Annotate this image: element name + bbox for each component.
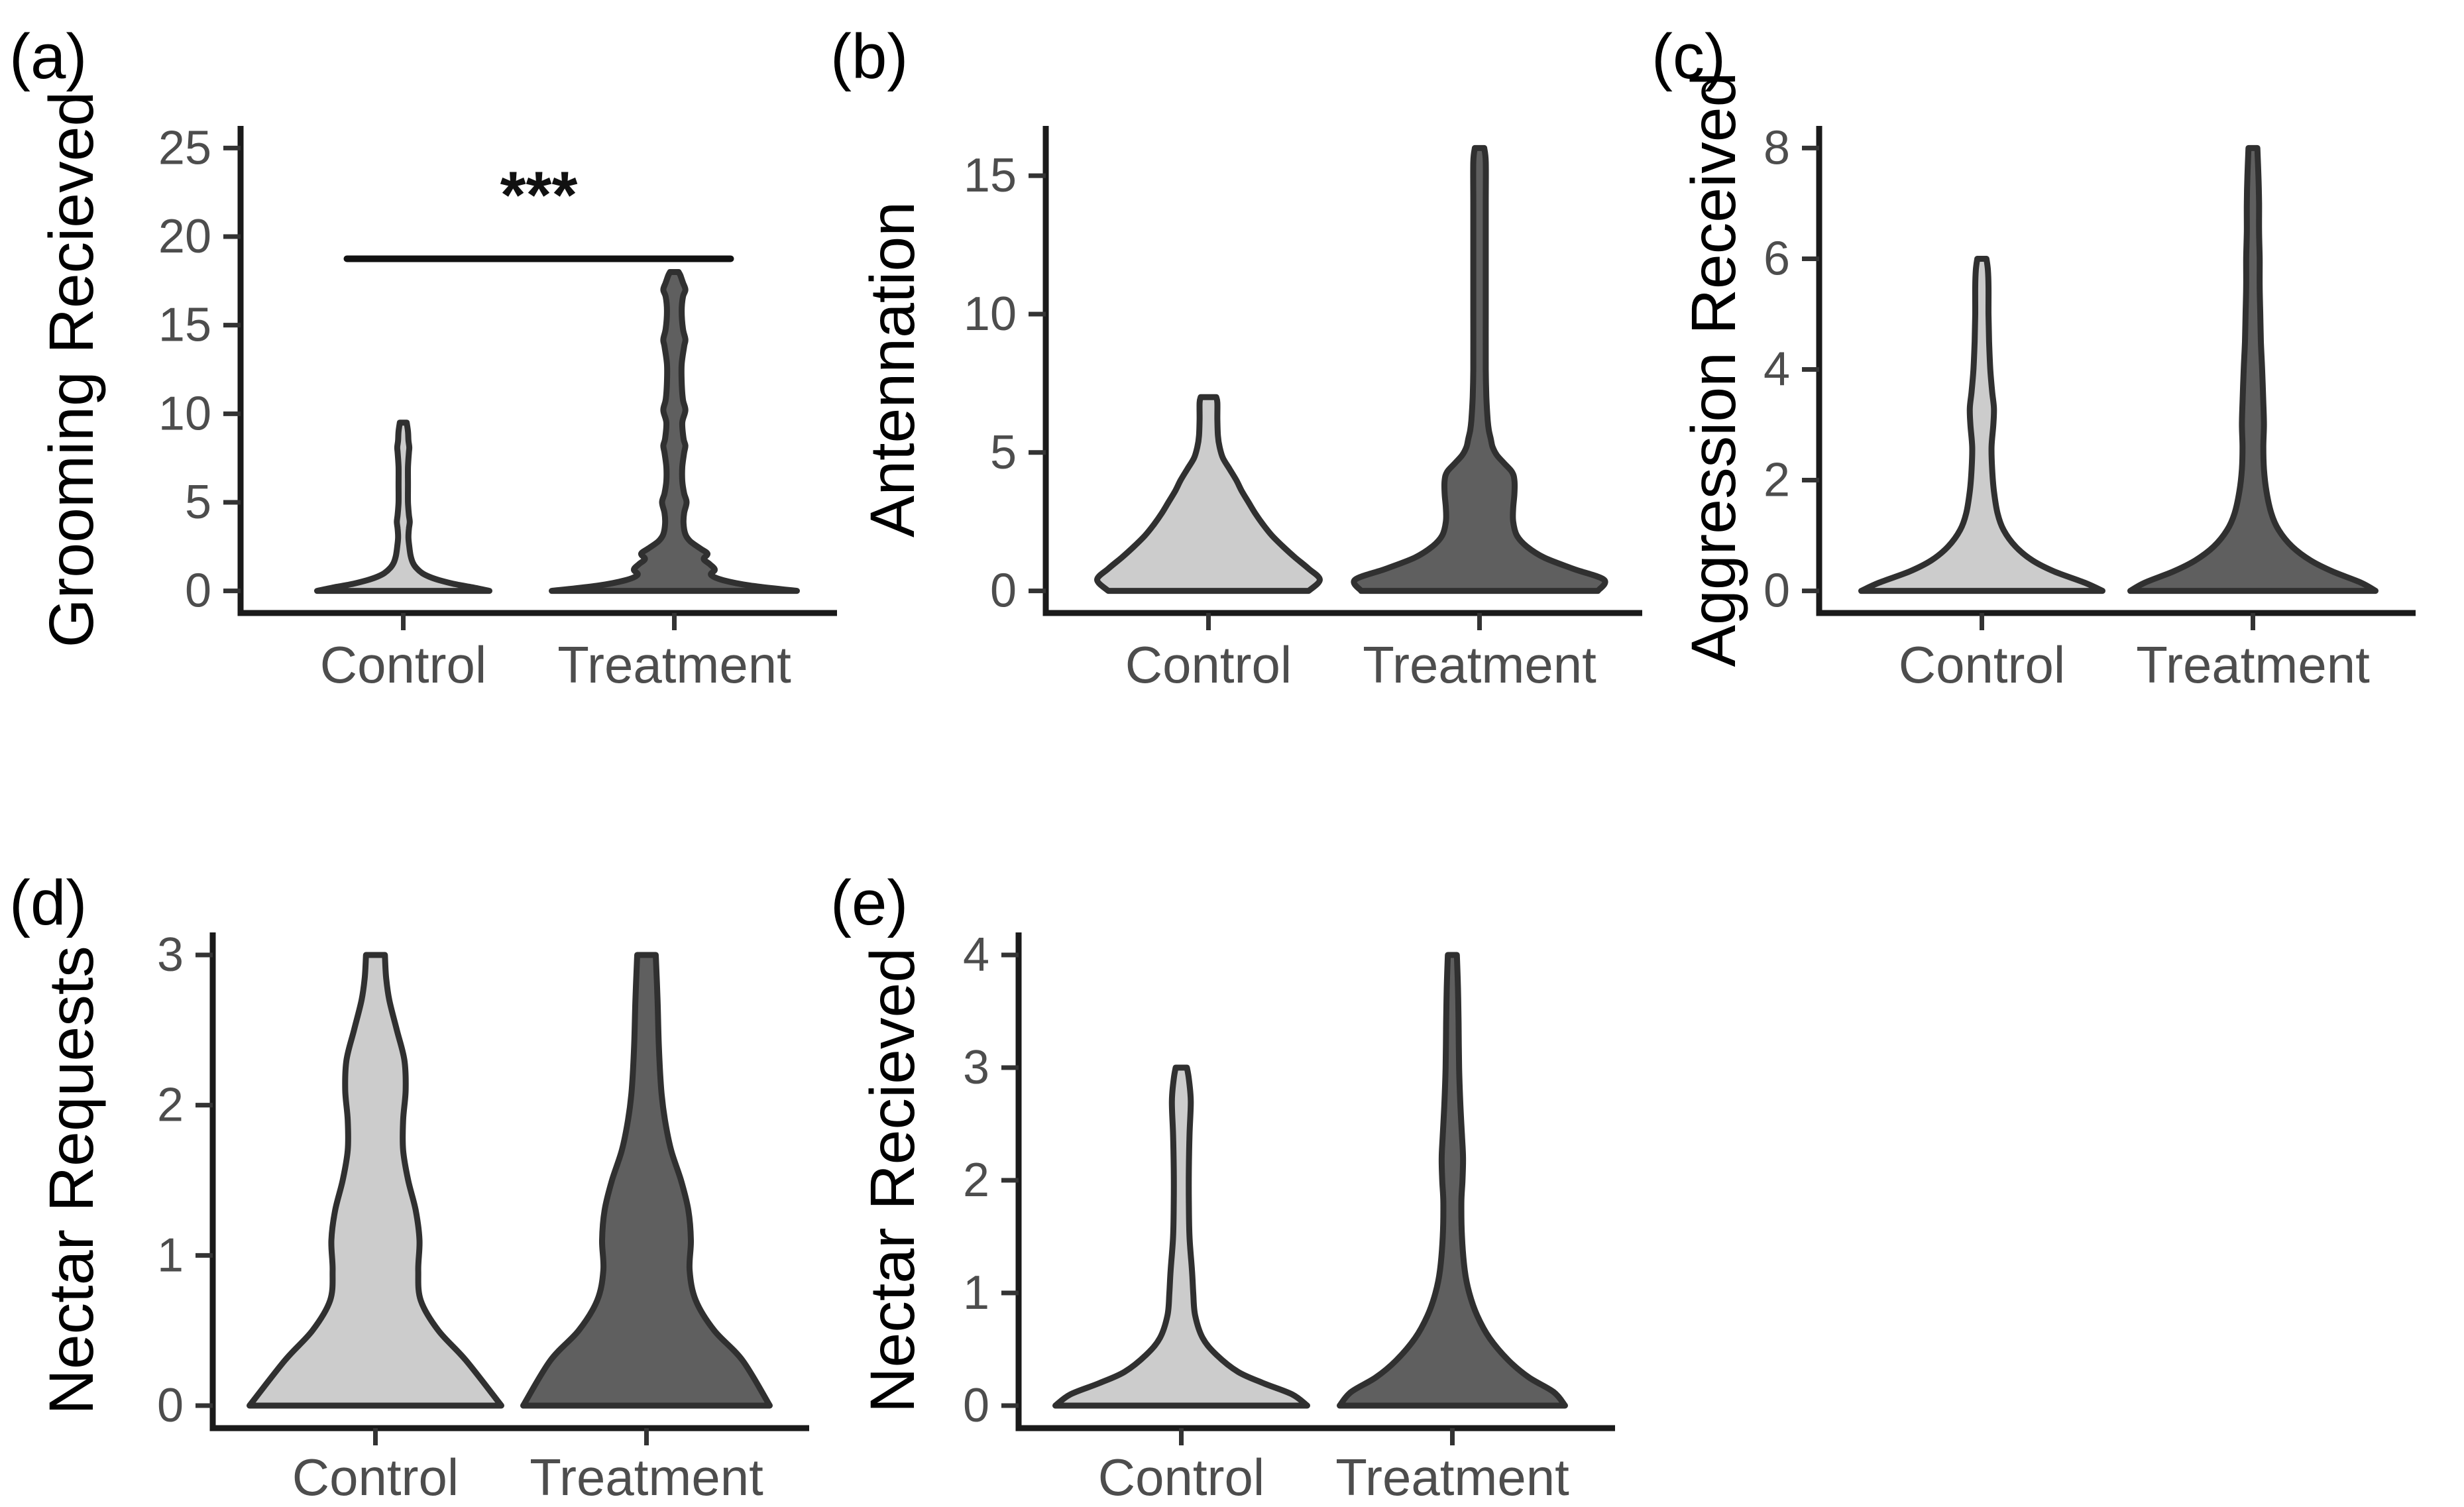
x-category-label-treatment: Treatment — [1335, 1448, 1569, 1506]
y-tick-label: 20 — [158, 210, 211, 263]
y-tick-label: 0 — [157, 1379, 184, 1432]
axis-lines — [209, 932, 809, 1431]
y-tick-label: 10 — [158, 387, 211, 440]
y-tick-label: 15 — [158, 299, 211, 352]
x-category-label-control: Control — [1125, 636, 1292, 694]
x-category-label-treatment: Treatment — [530, 1448, 763, 1506]
y-tick-label: 6 — [1764, 232, 1790, 285]
y-tick-label: 3 — [963, 1041, 989, 1094]
panel-label: (d) — [9, 867, 87, 938]
y-tick-label: 8 — [1764, 121, 1790, 174]
y-tick-label: 1 — [963, 1266, 989, 1319]
axis-lines — [237, 126, 837, 616]
y-tick-label: 15 — [964, 149, 1017, 202]
y-axis-title: Nectar Recieved — [858, 948, 928, 1413]
violin-treatment — [2127, 144, 2379, 594]
violin-control — [314, 419, 492, 594]
y-tick-label: 0 — [990, 565, 1017, 618]
violin-control — [1094, 394, 1323, 594]
y-tick-label: 0 — [1764, 565, 1790, 618]
y-tick-label: 4 — [1764, 343, 1790, 396]
y-tick-label: 5 — [185, 476, 211, 529]
x-category-label-control: Control — [1098, 1448, 1264, 1506]
y-tick-label: 5 — [990, 426, 1017, 479]
x-category-label-treatment: Treatment — [1363, 636, 1596, 694]
y-axis-title: Aggression Received — [1679, 72, 1749, 667]
y-axis-title: Nectar Requests — [36, 946, 107, 1415]
y-tick-label: 1 — [157, 1229, 184, 1282]
violin-treatment — [1337, 952, 1568, 1409]
y-tick-label: 4 — [963, 928, 989, 981]
y-tick-label: 2 — [1764, 454, 1790, 507]
y-tick-label: 25 — [158, 121, 211, 174]
y-tick-label: 0 — [963, 1379, 989, 1432]
x-category-label-treatment: Treatment — [557, 636, 791, 694]
violin-control — [1052, 1064, 1310, 1409]
violin-control — [1858, 256, 2105, 594]
violin-treatment — [549, 269, 800, 594]
y-tick-label: 3 — [157, 928, 184, 981]
axis-lines — [1816, 126, 2416, 616]
x-category-label-control: Control — [320, 636, 486, 694]
panel-label: (b) — [830, 21, 908, 92]
y-tick-label: 10 — [964, 288, 1017, 341]
y-axis-title: Grooming Recieved — [36, 91, 107, 648]
panel-label: (e) — [830, 867, 908, 938]
violin-treatment — [1351, 144, 1608, 594]
y-axis-title: Antennation — [858, 201, 928, 537]
significance-stars: *** — [500, 158, 578, 232]
axis-lines — [1042, 126, 1642, 616]
violin-treatment — [520, 952, 773, 1409]
y-tick-label: 2 — [963, 1154, 989, 1207]
panel-label: (a) — [9, 21, 87, 92]
x-category-label-control: Control — [1899, 636, 2065, 694]
axis-lines — [1015, 932, 1615, 1431]
x-category-label-treatment: Treatment — [2136, 636, 2370, 694]
y-tick-label: 2 — [157, 1079, 184, 1132]
x-category-label-control: Control — [292, 1448, 459, 1506]
violin-control — [247, 952, 504, 1409]
panel-label: (c) — [1652, 21, 1726, 92]
y-tick-label: 0 — [185, 565, 211, 618]
